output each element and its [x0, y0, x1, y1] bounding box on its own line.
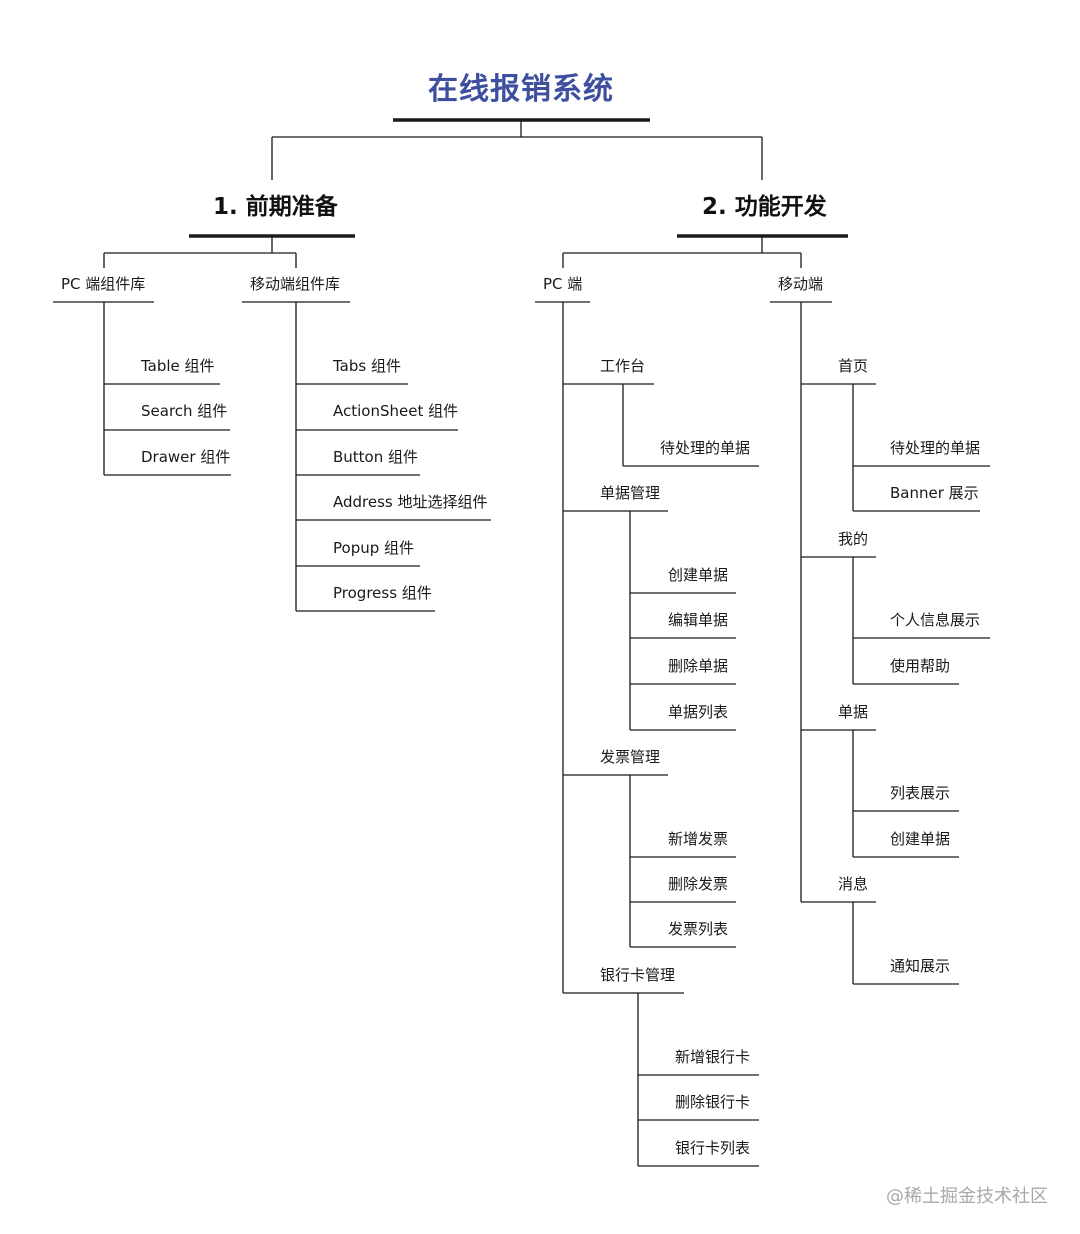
section-heading-dev: 2. 功能开发: [702, 194, 827, 220]
module-bankcard-management: 银行卡管理: [600, 966, 676, 984]
leaf-profile-display: 个人信息展示: [890, 611, 981, 629]
watermark: @稀土掘金技术社区: [886, 1186, 1048, 1207]
leaf-tabs-component: Tabs 组件: [333, 357, 401, 375]
leaf-delete-doc: 删除单据: [668, 657, 729, 675]
group-mobile-components: 移动端组件库: [250, 275, 341, 293]
group-mobile: 移动端: [778, 275, 824, 293]
leaf-notification-display: 通知展示: [890, 957, 951, 975]
leaf-list-display: 列表展示: [890, 784, 951, 802]
leaf-help: 使用帮助: [890, 657, 951, 675]
module-home: 首页: [838, 357, 869, 375]
leaf-progress-component: Progress 组件: [333, 584, 432, 602]
section-heading-prep: 1. 前期准备: [213, 194, 338, 220]
leaf-popup-component: Popup 组件: [333, 539, 415, 557]
leaf-edit-doc: 编辑单据: [668, 611, 729, 629]
module-docs: 单据: [838, 703, 869, 721]
leaf-actionsheet-component: ActionSheet 组件: [333, 402, 459, 420]
leaf-drawer-component: Drawer 组件: [141, 448, 231, 466]
leaf-invoice-list: 发票列表: [668, 920, 729, 938]
leaf-table-component: Table 组件: [141, 357, 215, 375]
leaf-mobile-create-doc: 创建单据: [890, 830, 951, 848]
module-doc-management: 单据管理: [600, 484, 661, 502]
leaf-banner-display: Banner 展示: [890, 484, 979, 502]
module-workbench: 工作台: [600, 357, 646, 375]
group-pc: PC 端: [543, 275, 583, 293]
leaf-button-component: Button 组件: [333, 448, 419, 466]
leaf-bankcard-list: 银行卡列表: [675, 1139, 751, 1157]
leaf-delete-invoice: 删除发票: [668, 875, 729, 893]
leaf-search-component: Search 组件: [141, 402, 228, 420]
leaf-pending-docs: 待处理的单据: [660, 439, 751, 457]
diagram-title: 在线报销系统: [428, 72, 614, 107]
leaf-doc-list: 单据列表: [668, 703, 729, 721]
leaf-add-bankcard: 新增银行卡: [675, 1048, 751, 1066]
leaf-mobile-pending-docs: 待处理的单据: [890, 439, 981, 457]
leaf-create-doc: 创建单据: [668, 566, 729, 584]
leaf-add-invoice: 新增发票: [668, 830, 729, 848]
module-mine: 我的: [838, 530, 869, 548]
leaf-delete-bankcard: 删除银行卡: [675, 1093, 751, 1111]
leaf-address-component: Address 地址选择组件: [333, 493, 488, 511]
module-messages: 消息: [838, 875, 869, 893]
module-invoice-management: 发票管理: [600, 748, 661, 766]
group-pc-components: PC 端组件库: [61, 275, 146, 293]
